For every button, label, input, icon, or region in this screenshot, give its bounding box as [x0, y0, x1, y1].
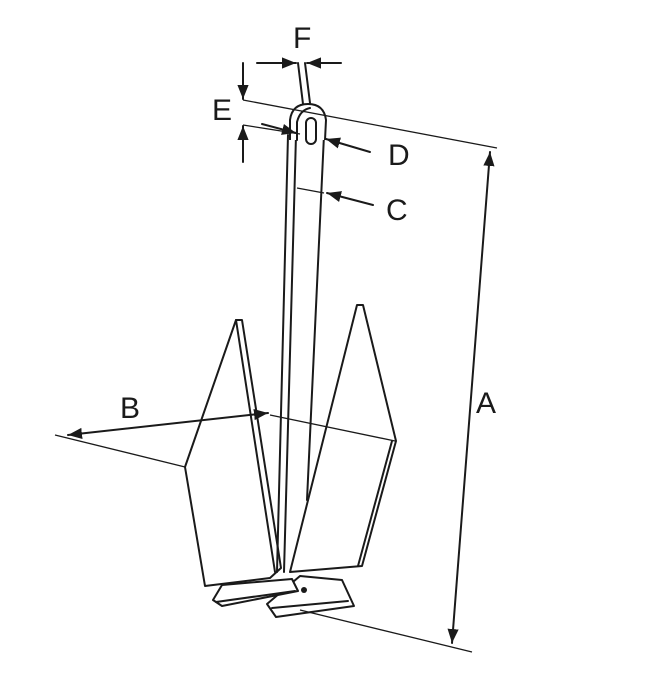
bolt-icon	[301, 587, 307, 593]
dimension-d: D	[261, 123, 410, 172]
shackle-slot	[305, 117, 317, 145]
label-c: C	[386, 194, 408, 227]
left-fluke	[184, 319, 282, 587]
crown-plates	[212, 575, 355, 618]
dimension-c: C	[296, 187, 408, 227]
rope	[297, 62, 311, 105]
label-a: A	[476, 387, 496, 420]
right-fluke	[289, 304, 397, 573]
crown-line	[269, 414, 396, 442]
dimension-a: A	[242, 99, 498, 653]
label-f: F	[293, 22, 311, 55]
dimension-f: F	[256, 22, 342, 69]
shank	[276, 103, 327, 573]
label-e: E	[212, 94, 232, 127]
dimension-e: E	[212, 62, 301, 163]
dimension-b: B	[54, 392, 269, 468]
label-d: D	[388, 139, 410, 172]
label-b: B	[120, 392, 140, 425]
